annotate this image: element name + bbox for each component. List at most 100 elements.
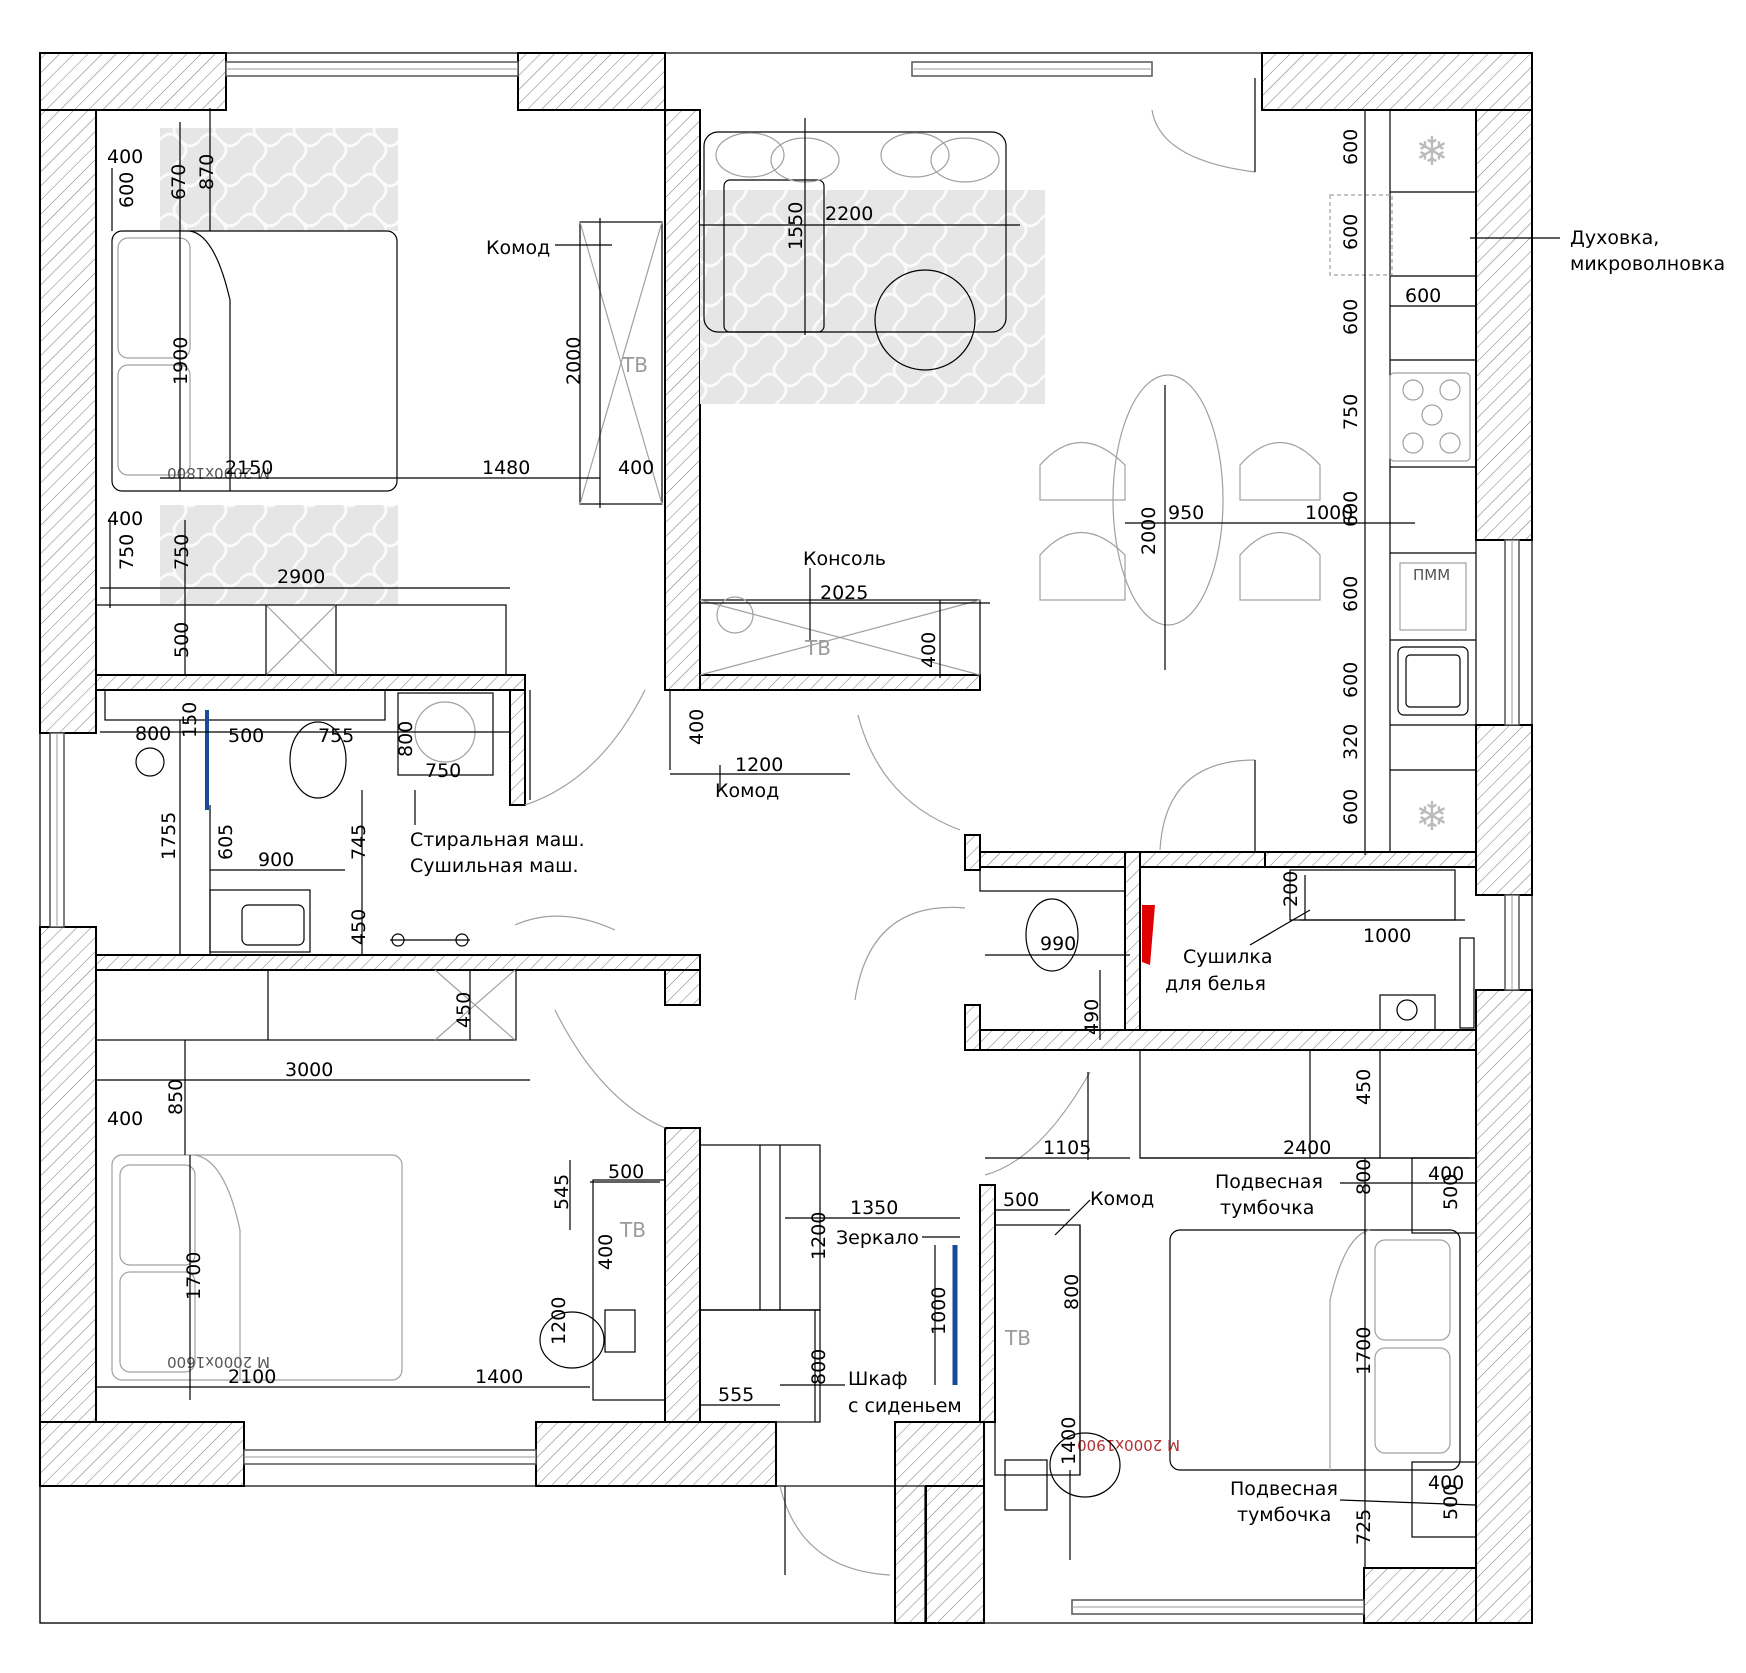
dim: 320 [1340, 724, 1362, 760]
dim: 600 [1340, 129, 1362, 165]
interior-walls [95, 109, 1477, 1423]
dim: 600 [1340, 299, 1362, 335]
dim: 1480 [482, 457, 530, 479]
dim: 950 [1168, 502, 1204, 524]
dim: 400 [107, 146, 143, 168]
dim: 2200 [825, 203, 873, 225]
dim: 600 [1340, 662, 1362, 698]
dim: 605 [215, 824, 237, 860]
chair-bed2 [539, 1311, 605, 1369]
outer-walls [39, 52, 1533, 1624]
label-oven-2: микроволновка [1570, 253, 1725, 275]
dim: 400 [107, 1108, 143, 1130]
tv-bed3-label: ТВ [1004, 1326, 1031, 1350]
room-labels: Комод Консоль Комод Стиральная маш. Суши… [410, 227, 1725, 1526]
dim: 725 [1353, 1509, 1375, 1545]
tv-living-label: ТВ [804, 636, 831, 660]
dim: 2025 [820, 582, 868, 604]
dim: 1755 [158, 812, 180, 860]
dim: 870 [196, 154, 218, 190]
dim: 600 [1340, 491, 1362, 527]
dim: 400 [107, 508, 143, 530]
living-carpet [700, 190, 1045, 404]
bedroom-1: M 2000x1800 ТВ [95, 128, 663, 676]
dim: 600 [1340, 789, 1362, 825]
dim: 670 [168, 164, 190, 200]
washer-icon [397, 692, 494, 776]
nightstand-bottom [1411, 1461, 1477, 1538]
dim: 800 [1353, 1159, 1375, 1195]
dishwasher-icon [1399, 562, 1467, 631]
doors [514, 78, 1256, 1576]
bed-3-size: M 2000x1900 [1077, 1436, 1180, 1454]
carpet-1 [160, 128, 398, 231]
bath-sink [241, 904, 305, 946]
dim: 1700 [183, 1252, 205, 1300]
label-laundry-1: Сушилка [1183, 946, 1273, 968]
freezer-icon: ❄ [1415, 794, 1449, 840]
dim: 1350 [850, 1197, 898, 1219]
dimension-texts: 400 600 670 870 1900 2150 1480 400 2000 … [107, 129, 1464, 1545]
dim: 990 [1040, 933, 1076, 955]
bathroom [104, 689, 494, 953]
bedroom-2: M 2000x1600 ТВ [95, 969, 958, 1423]
dim: 1400 [475, 1366, 523, 1388]
dim: 2400 [1283, 1137, 1331, 1159]
dishwasher-label: ПММ [1413, 566, 1450, 584]
dim: 1200 [735, 754, 783, 776]
dim: 755 [318, 725, 354, 747]
fridge-icon: ❄ [1415, 129, 1449, 175]
console [699, 599, 981, 676]
dimension-lines [96, 108, 1560, 1568]
dim: 2000 [1138, 507, 1160, 555]
toilet-wc [1025, 898, 1079, 972]
label-komod-top: Комод [486, 237, 550, 259]
dim: 745 [348, 824, 370, 860]
dim: 750 [425, 760, 461, 782]
bedroom-3: ТВ M 2000x1900 [994, 1049, 1477, 1538]
dim: 1105 [1043, 1137, 1091, 1159]
laundry-dryer-rack [1289, 869, 1456, 921]
label-komod-hall: Комод [715, 780, 779, 802]
dim: 400 [1428, 1163, 1464, 1185]
tv-bed1-label: ТВ [621, 353, 648, 377]
dim: 1000 [928, 1287, 950, 1335]
dim: 400 [686, 709, 708, 745]
dim: 600 [1340, 576, 1362, 612]
bed-2 [111, 1154, 403, 1381]
dim: 1400 [1058, 1417, 1080, 1465]
dim: 500 [1440, 1174, 1462, 1210]
living-kitchen: ТВ ❄ ❄ ПММ [699, 109, 1477, 853]
label-wardrobe-2: с сиденьем [848, 1395, 962, 1417]
label-nightstand-bot-1: Подвесная [1230, 1478, 1338, 1500]
label-komod-bed3: Комод [1090, 1188, 1154, 1210]
wardrobe-bed1 [95, 604, 507, 676]
dim: 1000 [1363, 925, 1411, 947]
dim: 490 [1081, 999, 1103, 1035]
dim: 800 [395, 721, 417, 757]
dim: 2150 [225, 457, 273, 479]
label-wardrobe-1: Шкаф [848, 1368, 908, 1390]
dim: 3000 [285, 1059, 333, 1081]
wardrobe-bed2 [95, 969, 517, 1041]
dim: 1200 [548, 1297, 570, 1345]
dim: 555 [718, 1384, 754, 1406]
dim: 750 [171, 534, 193, 570]
red-heater [1142, 905, 1155, 965]
label-nightstand-top-2: тумбочка [1220, 1197, 1314, 1219]
dim: 500 [608, 1161, 644, 1183]
dim: 750 [116, 534, 138, 570]
kitchen-cabinets [1389, 109, 1477, 853]
dim: 750 [1340, 394, 1362, 430]
dim: 450 [453, 992, 475, 1028]
chair-bed3 [1049, 1432, 1121, 1498]
desk-bed2 [592, 1179, 666, 1401]
komod-1 [579, 221, 663, 505]
sofa [703, 131, 1007, 333]
dim: 400 [1428, 1472, 1464, 1494]
dim: 1900 [170, 337, 192, 385]
dim: 800 [135, 723, 171, 745]
dim: 545 [551, 1174, 573, 1210]
kitchen-sink [1397, 646, 1469, 716]
